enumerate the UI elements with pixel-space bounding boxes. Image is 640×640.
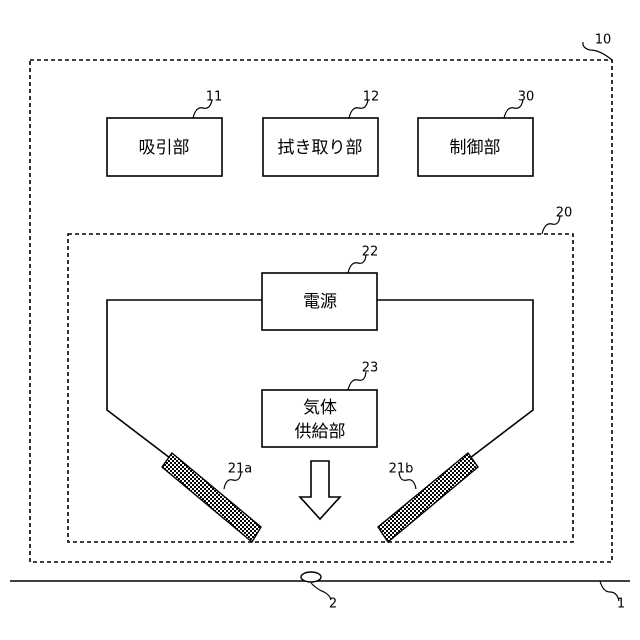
gas-flow-arrow <box>300 461 340 519</box>
object-ref: 2 <box>329 597 337 612</box>
unit-ref: 20 <box>556 206 573 221</box>
electrode-a-ref: 21a <box>228 462 253 477</box>
gas-label-line2: 供給部 <box>295 422 346 442</box>
wire-left <box>107 300 262 458</box>
control-ref: 30 <box>518 90 535 105</box>
power-ref: 22 <box>362 245 379 260</box>
device-ref: 10 <box>595 33 612 48</box>
electrode-b-ref: 21b <box>389 462 414 477</box>
gas-label-line1: 気体 <box>303 398 337 418</box>
control-label: 制御部 <box>450 138 501 158</box>
power-label: 電源 <box>303 292 337 312</box>
wiping-ref: 12 <box>363 90 380 105</box>
wiping-label: 拭き取り部 <box>278 138 363 158</box>
gas-ref: 23 <box>362 361 379 376</box>
wire-right <box>377 300 533 458</box>
suction-label: 吸引部 <box>139 138 190 158</box>
surface-ref: 1 <box>617 597 625 612</box>
suction-ref: 11 <box>206 90 223 105</box>
object-ellipse <box>301 572 321 582</box>
